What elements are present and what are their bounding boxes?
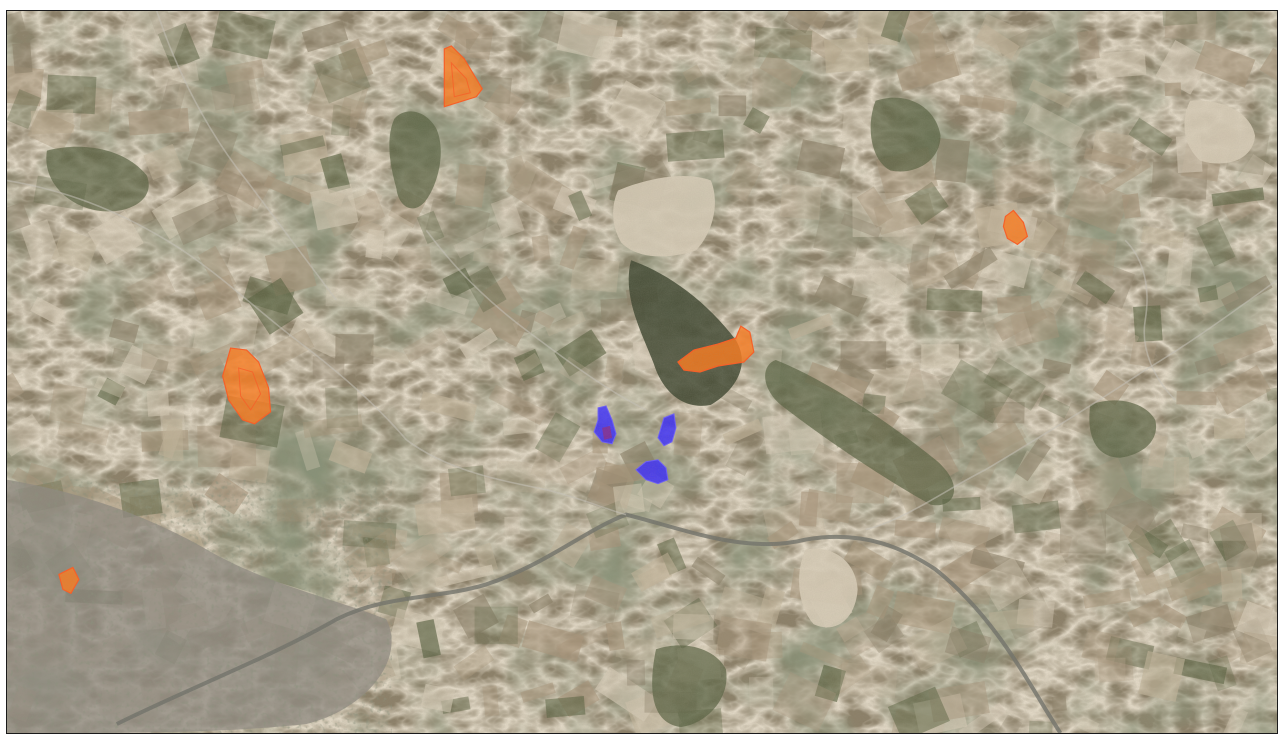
bare-area-quarry — [613, 176, 715, 257]
field-parcel — [1051, 695, 1067, 712]
field-parcel — [1173, 456, 1190, 495]
field-parcel — [547, 82, 571, 100]
field-parcel — [665, 129, 725, 162]
field-parcel — [1059, 234, 1118, 277]
field-parcel — [454, 163, 487, 208]
field-parcel — [752, 68, 792, 107]
field-parcel — [128, 107, 190, 136]
field-parcel — [926, 288, 983, 313]
satellite-map[interactable] — [7, 11, 1277, 733]
field-parcel — [841, 106, 876, 145]
field-parcel — [851, 256, 900, 304]
field-parcel — [1162, 11, 1198, 27]
field-parcel — [921, 344, 959, 369]
field-parcel — [1076, 29, 1100, 61]
field-parcel — [1011, 500, 1062, 534]
field-parcel — [673, 412, 704, 457]
field-parcel — [1227, 11, 1256, 32]
field-parcel — [465, 36, 522, 53]
field-parcel — [46, 74, 97, 115]
field-parcel — [570, 257, 620, 293]
map-frame[interactable] — [6, 10, 1278, 734]
field-parcel — [626, 659, 646, 686]
field-parcel — [779, 184, 822, 220]
field-parcel — [1094, 49, 1147, 79]
field-parcel — [612, 483, 645, 516]
field-parcel — [365, 152, 391, 170]
field-parcel — [1140, 458, 1177, 491]
field-parcel — [753, 26, 813, 61]
field-parcel — [1097, 646, 1134, 683]
field-parcel — [1176, 390, 1217, 406]
field-parcel — [146, 389, 170, 417]
field-parcel — [823, 37, 870, 74]
field-parcel — [531, 235, 551, 262]
field-parcel — [1197, 285, 1219, 303]
field-parcel — [604, 356, 625, 380]
field-parcel — [335, 334, 374, 365]
field-parcel — [894, 519, 937, 539]
field-parcel — [325, 278, 377, 308]
field-parcel — [1213, 418, 1246, 439]
field-parcel — [397, 246, 432, 272]
field-parcel — [545, 696, 586, 718]
field-parcel — [277, 498, 316, 522]
field-parcel — [7, 346, 29, 361]
field-parcel — [482, 685, 500, 717]
field-parcel — [715, 616, 773, 662]
field-parcel — [1028, 720, 1053, 733]
field-parcel — [1164, 82, 1182, 96]
field-parcel — [504, 516, 520, 535]
field-parcel — [12, 42, 33, 74]
field-parcel — [310, 184, 359, 231]
field-parcel — [934, 137, 970, 183]
field-parcel — [474, 606, 518, 645]
field-parcel — [748, 676, 774, 709]
field-parcel — [839, 662, 898, 699]
field-parcel — [718, 95, 747, 117]
field-parcel — [48, 383, 88, 425]
field-parcel — [798, 491, 819, 527]
field-parcel — [162, 418, 184, 462]
